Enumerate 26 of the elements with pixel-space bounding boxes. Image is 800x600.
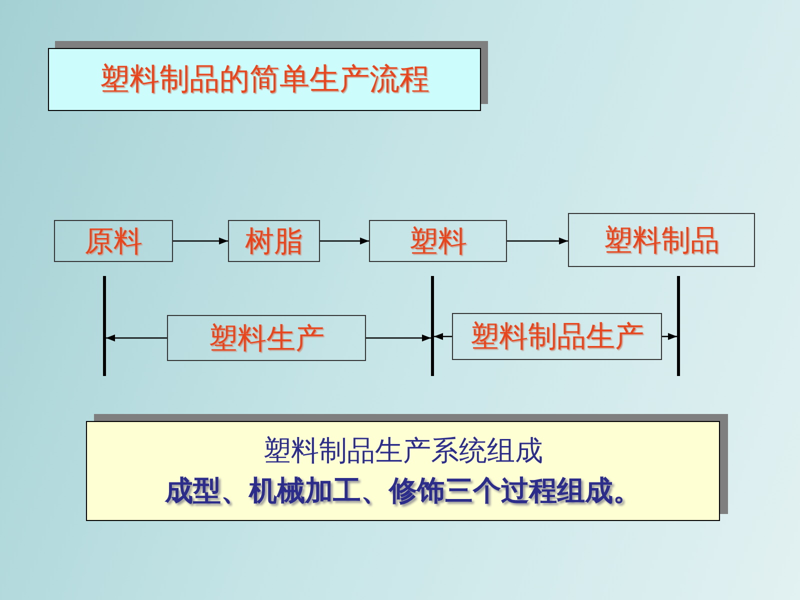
arrow xyxy=(434,333,452,340)
vertical-bar xyxy=(431,276,434,376)
panel-heading: 塑料制品生产系统组成 xyxy=(263,437,543,465)
arrow xyxy=(173,238,228,244)
process-box xyxy=(167,315,366,361)
process-box xyxy=(54,220,173,262)
arrow xyxy=(320,238,369,244)
node-label: 塑料制品生产 xyxy=(470,322,644,351)
process-box xyxy=(568,213,755,267)
process-box xyxy=(369,220,507,262)
arrow xyxy=(662,333,677,340)
node-label: 塑料生产 xyxy=(208,324,324,352)
node-label: 原料 xyxy=(84,226,142,256)
title-text: 塑料制品的简单生产流程 xyxy=(100,64,430,94)
arrow xyxy=(366,334,431,342)
arrow xyxy=(507,238,568,244)
arrow xyxy=(106,334,167,342)
node-label: 塑料制品 xyxy=(604,226,720,254)
summary-box xyxy=(86,421,720,521)
process-box xyxy=(452,313,662,360)
node-label: 塑料 xyxy=(409,226,467,256)
vertical-bar xyxy=(103,276,106,376)
node-label: 树脂 xyxy=(245,226,303,256)
process-box xyxy=(228,220,320,262)
panel-text: 成型、机械加工、修饰三个过程组成。 xyxy=(165,477,641,505)
vertical-bar xyxy=(677,276,680,376)
